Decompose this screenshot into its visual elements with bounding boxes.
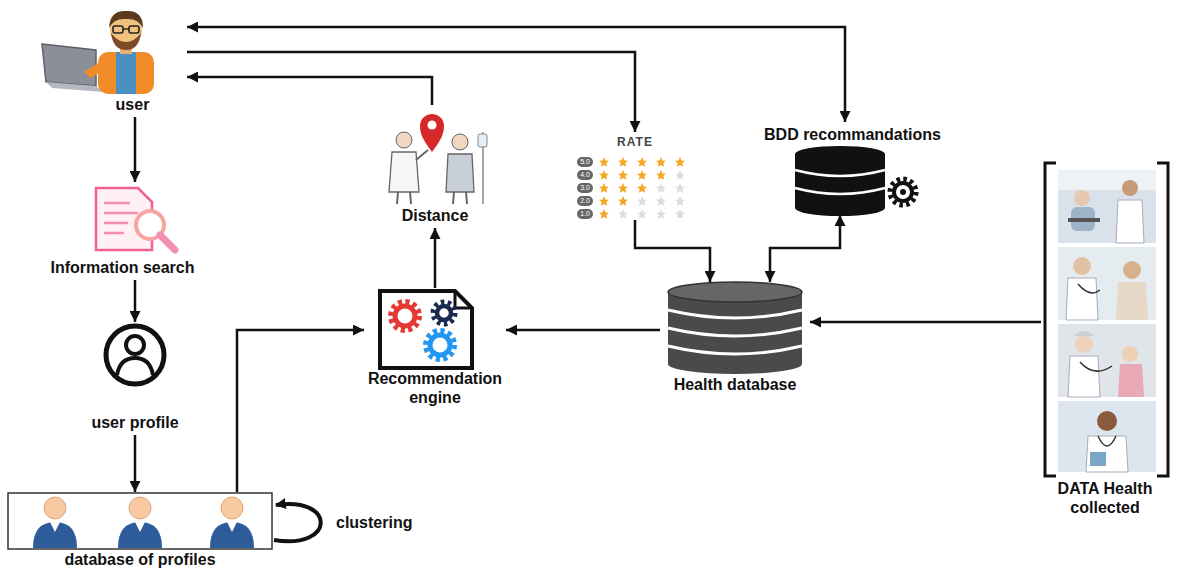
profile-icon: [106, 326, 164, 384]
icon-node: user: [40, 4, 187, 117]
flow-arrow: [134, 435, 137, 492]
node-label: Information search: [50, 258, 194, 277]
node-label: user profile: [91, 413, 178, 432]
icon-node: database of profiles: [8, 492, 272, 572]
rating-value: 5.0: [577, 157, 593, 167]
search-document-icon: [96, 188, 175, 250]
flow-arrow: [810, 321, 1041, 324]
engine-icon: [380, 291, 472, 368]
node-label: RATE: [617, 135, 653, 149]
loop-label: clustering: [336, 513, 446, 532]
icon-node: Information search: [20, 182, 225, 280]
profiles-box: [8, 493, 321, 549]
node-label: BDD recommandations: [764, 125, 941, 144]
rating-stars: [577, 157, 685, 219]
distance-icon: [389, 114, 487, 204]
flow-arrow: [237, 330, 364, 492]
flow-arrow: [635, 220, 710, 282]
flow-arrow: [134, 280, 137, 322]
rating-value: 1.0: [577, 209, 593, 219]
icon-node: Health database: [660, 282, 810, 397]
rating-value: 4.0: [577, 170, 593, 180]
icon-node: DATA Health collected: [1041, 160, 1169, 520]
flow-arrow: [134, 117, 137, 182]
node-label: user: [116, 95, 150, 114]
node-label: Recommendation engine: [366, 369, 504, 407]
database-icon: [795, 146, 916, 216]
node-label: database of profiles: [64, 550, 215, 569]
photo-bracket: [1045, 163, 1168, 476]
flow-arrow: [187, 52, 635, 132]
icon-node: RATE: [575, 132, 695, 220]
node-label: Health database: [674, 375, 797, 394]
node-label: DATA Health collected: [1043, 479, 1167, 517]
flow-arrow: [506, 329, 660, 332]
rating-value: 3.0: [577, 183, 593, 193]
icon-node: user profile: [60, 322, 210, 435]
node-label: Distance: [402, 206, 469, 225]
icon-node: Distance: [380, 105, 490, 228]
flow-arrow: [187, 27, 845, 122]
user-icon: [42, 11, 154, 94]
flow-arrow: [434, 228, 437, 288]
database-icon: [668, 282, 802, 374]
rating-value: 2.0: [577, 196, 593, 206]
flow-arrow: [187, 77, 432, 105]
icon-node: Recommendation engine: [364, 288, 506, 410]
clustering-loop: [274, 504, 321, 541]
flow-arrow: [770, 215, 840, 282]
icon-node: BDD recommandations: [735, 122, 970, 215]
